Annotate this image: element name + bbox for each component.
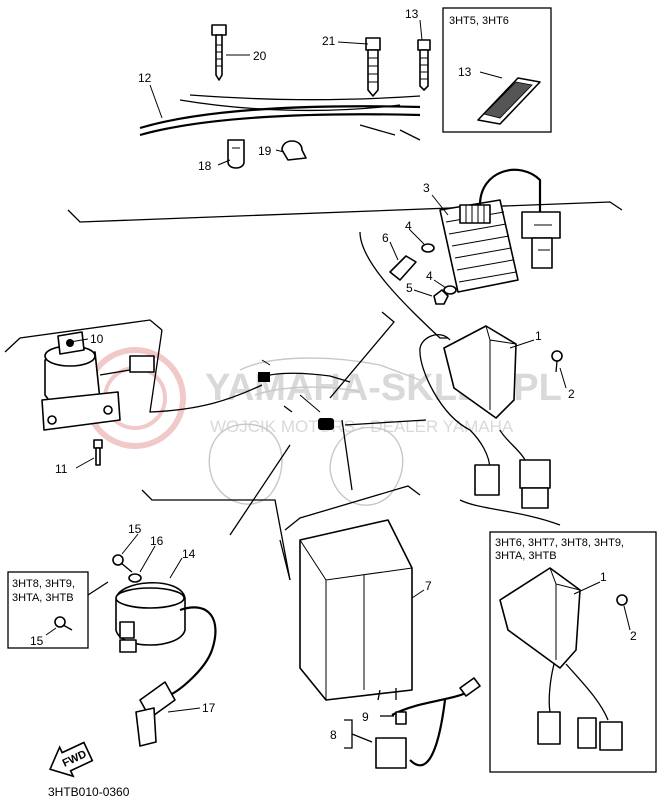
callout-9: 9 [362,710,369,724]
group-bracket-top [67,201,623,223]
callout-3: 3 [423,181,430,195]
callout-17: 17 [202,701,216,715]
callout-15-box: 15 [30,634,44,648]
forward-arrow-icon: FWD [48,741,94,778]
ecu-location-mark [318,418,334,430]
callout-7: 7 [425,579,432,593]
ignition-location-mark [258,372,270,382]
variant-right-line1: 3HT6, 3HT7, 3HT8, 3HT9, [495,537,624,549]
harness-group [67,24,623,223]
ignition-coil-group [112,444,291,747]
variant-left-line1: 3HT8, 3HT9, [12,578,75,590]
watermark-tagline: WOJCIK MOTORS - DEALER YAMAHA [210,417,514,436]
relay-group-upper [344,325,563,526]
variant-left-line2: 3HTA, 3HTB [12,592,74,604]
ignition-group [4,319,263,466]
callout-13-band: 13 [405,7,419,21]
callout-8: 8 [330,728,337,742]
variant-top-right-label: 3HT5, 3HT6 [449,15,509,27]
diagram-code: 3HTB010-0360 [48,785,130,799]
callout-16: 16 [150,534,164,548]
regulator-group [329,168,561,399]
callout-11: 11 [55,462,68,476]
variant-box-right: 3HT6, 3HT7, 3HT8, 3HT9, 3HTA, 3HTB [489,531,657,773]
callout-4-upper: 4 [405,219,412,233]
motorcycle-outline [208,357,421,506]
callout-13-pad: 13 [458,65,472,79]
callout-21: 21 [322,34,336,48]
callout-19: 19 [258,144,272,158]
leader-lines [45,19,631,713]
callout-20: 20 [253,49,267,63]
callout-2-box: 2 [630,629,637,643]
callout-labels: 20 21 13 13 12 18 19 3 4 6 4 5 1 2 10 11… [30,7,637,742]
callout-6: 6 [382,231,389,245]
callout-14: 14 [182,547,196,561]
callout-2-upper: 2 [568,387,575,401]
callout-1-upper: 1 [535,329,542,343]
callout-4-lower: 4 [426,269,433,283]
callout-1-box: 1 [600,570,607,584]
variant-box-left: 3HT8, 3HT9, 3HTA, 3HTB [7,571,109,649]
variant-right-line2: 3HTA, 3HTB [495,550,557,562]
callout-5: 5 [406,281,413,295]
callout-18: 18 [198,159,212,173]
callout-15-main: 15 [128,522,142,536]
callout-12: 12 [138,71,152,85]
callout-10: 10 [90,332,104,346]
ecu-group [284,419,481,769]
variant-box-top-right: 3HT5, 3HT6 [442,7,552,133]
